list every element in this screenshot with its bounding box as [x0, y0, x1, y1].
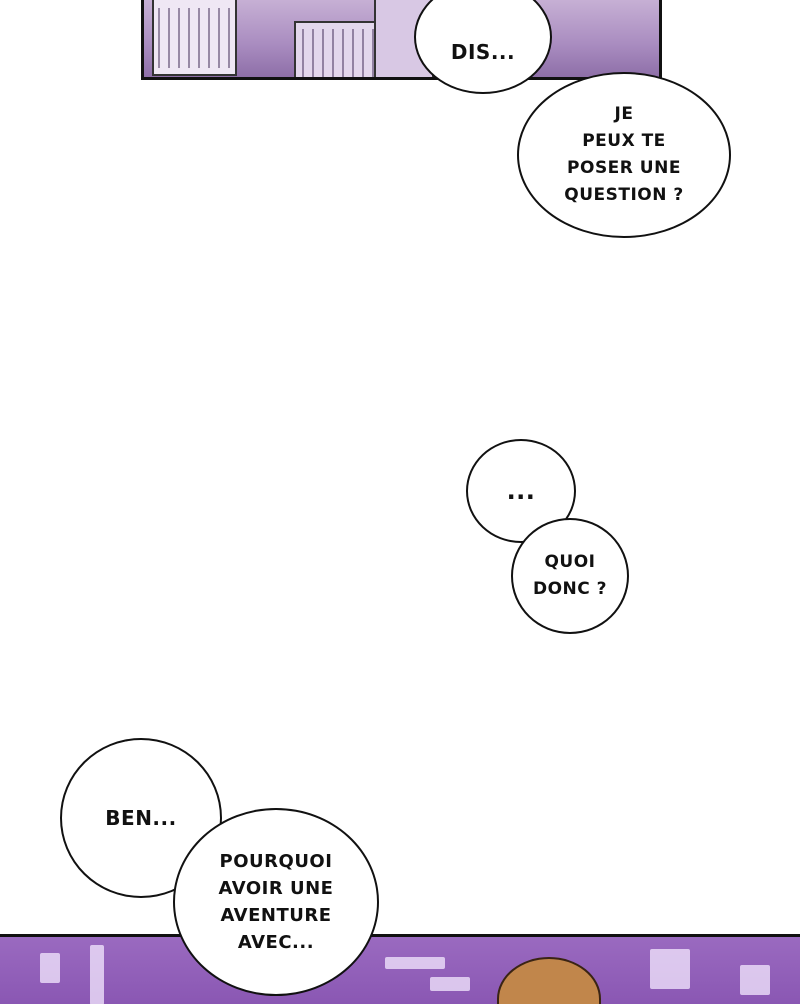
speech-bubble-ben: BEN...	[60, 738, 222, 898]
top-panel-city-scene	[141, 0, 662, 80]
building	[152, 0, 237, 76]
bubble-text: ...	[506, 477, 536, 505]
character-head	[497, 957, 601, 1004]
speech-bubble-question: JE PEUX TE POSER UNE QUESTION ?	[517, 72, 731, 238]
speech-bubble-pourquoi: POURQUOI AVOIR UNE AVENTURE AVEC...	[173, 808, 379, 996]
bubble-text: JE PEUX TE POSER UNE QUESTION ?	[564, 104, 684, 205]
bottom-panel-city-scene	[0, 934, 800, 1004]
speech-bubble-quoi-donc: QUOI DONC ?	[511, 518, 629, 634]
bubble-text: DIS...	[450, 40, 516, 64]
bubble-text: QUOI DONC ?	[532, 552, 608, 599]
bubble-text: BEN...	[105, 806, 177, 830]
bubble-text: POURQUOI AVOIR UNE AVENTURE AVEC...	[218, 851, 334, 953]
